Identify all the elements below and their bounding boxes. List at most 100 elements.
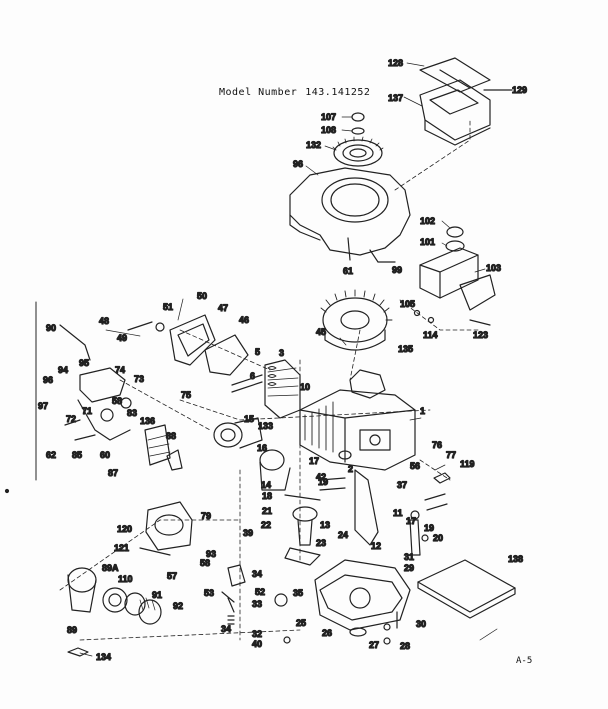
part-6-label: 6 <box>250 371 255 381</box>
assembly-guide-lines <box>59 119 481 641</box>
part-89-label: 89 <box>67 625 77 635</box>
part-32-label: 32 <box>252 629 262 639</box>
leader-lines <box>79 62 498 657</box>
part-60-label: 60 <box>100 450 110 460</box>
part-22-label: 22 <box>261 520 271 530</box>
governor-assembly <box>59 324 132 441</box>
part-91-label: 91 <box>152 590 162 600</box>
part-46-label: 46 <box>239 315 249 325</box>
cylinder-head <box>264 359 301 419</box>
part-73-label: 73 <box>134 374 144 384</box>
part-76-label: 76 <box>432 440 442 450</box>
part-13-label: 13 <box>320 520 330 530</box>
model-number-value: 143.141252 <box>305 87 371 98</box>
part-89a-label: 89A <box>102 563 119 573</box>
part-17-cam-label: 17 <box>406 516 416 526</box>
fasteners <box>221 472 451 645</box>
part-21-label: 21 <box>262 506 272 516</box>
ignition-module <box>144 424 183 471</box>
part-11-label: 11 <box>393 508 403 518</box>
part-52-label: 52 <box>255 587 265 597</box>
blower-housing <box>289 167 411 263</box>
starter-gear <box>332 112 384 167</box>
part-61-label: 61 <box>343 266 353 276</box>
air-cleaner-cover <box>419 57 513 146</box>
part-56-label: 56 <box>410 461 420 471</box>
part-47-label: 47 <box>218 303 228 313</box>
part-26-label: 26 <box>322 628 332 638</box>
part-103-label: 103 <box>486 263 501 273</box>
part-77-label: 77 <box>446 450 456 460</box>
part-57-label: 57 <box>167 571 177 581</box>
part-24-label: 24 <box>338 530 348 540</box>
part-30-label: 30 <box>416 619 426 629</box>
part-97-label: 97 <box>38 401 48 411</box>
part-1-label: 1 <box>420 406 425 416</box>
part-23-label: 23 <box>316 538 326 548</box>
part-2-label: 2 <box>348 464 353 474</box>
part-29-label: 29 <box>404 563 414 573</box>
part-10-label: 10 <box>300 382 310 392</box>
part-33-label: 33 <box>252 599 262 609</box>
part-96-gov-label: 96 <box>43 375 53 385</box>
part-20-label: 20 <box>433 533 443 543</box>
part-83-label: 83 <box>127 408 137 418</box>
part-101-label: 101 <box>420 237 435 247</box>
engine-block <box>299 369 416 471</box>
part-50-label: 50 <box>197 291 207 301</box>
part-96-label: 96 <box>293 159 303 169</box>
part-133-label: 133 <box>258 421 273 431</box>
part-135-label: 135 <box>398 344 413 354</box>
part-92-label: 92 <box>173 601 183 611</box>
part-37-label: 37 <box>397 480 407 490</box>
part-48-label: 48 <box>99 316 109 326</box>
part-5-label: 5 <box>255 347 260 357</box>
part-123-label: 123 <box>473 330 488 340</box>
part-108-label: 108 <box>321 125 336 135</box>
part-62-label: 62 <box>46 450 56 460</box>
part-128-label: 128 <box>388 58 403 68</box>
part-labels: 128 129 137 107 108 132 96 102 101 103 6… <box>37 57 527 662</box>
part-88-label: 88 <box>166 431 176 441</box>
part-90-label: 90 <box>46 323 56 333</box>
part-3-label: 3 <box>279 348 284 358</box>
breather-cover <box>127 314 249 376</box>
part-134-label: 134 <box>96 652 111 662</box>
part-49-label: 49 <box>117 333 127 343</box>
margin-dot <box>4 488 10 494</box>
part-93-label: 93 <box>206 549 216 559</box>
part-94-label: 94 <box>58 365 68 375</box>
part-58-label: 58 <box>112 396 122 406</box>
part-17-label: 17 <box>309 456 319 466</box>
part-75-label: 75 <box>181 390 191 400</box>
part-71-label: 71 <box>82 406 92 416</box>
part-15-label: 15 <box>244 414 254 424</box>
part-90-filter-label: 110 <box>118 574 133 584</box>
model-number-label: Model Number <box>219 87 298 98</box>
part-136-label: 136 <box>140 416 155 426</box>
part-19-cam-label: 19 <box>424 523 434 533</box>
page-code: A-5 <box>516 656 533 666</box>
valve-train <box>231 366 277 393</box>
part-74-label: 74 <box>115 365 125 375</box>
part-18-label: 18 <box>262 491 272 501</box>
part-132-label: 132 <box>306 140 321 150</box>
seal-134 <box>67 647 89 657</box>
flywheel <box>320 289 393 351</box>
part-19-label: 19 <box>318 477 328 487</box>
part-12-label: 12 <box>371 541 381 551</box>
part-34-label: 34 <box>252 569 262 579</box>
part-72-label: 72 <box>66 414 76 424</box>
part-25-label: 25 <box>296 618 306 628</box>
part-31-label: 31 <box>404 552 414 562</box>
part-137-label: 137 <box>388 93 403 103</box>
part-120-label: 120 <box>117 524 132 534</box>
part-39-label: 39 <box>243 528 253 538</box>
part-102-label: 102 <box>420 216 435 226</box>
part-114-label: 114 <box>423 330 438 340</box>
part-14-label: 14 <box>261 480 271 490</box>
crankshaft <box>319 450 379 546</box>
piston-rod <box>284 494 321 566</box>
